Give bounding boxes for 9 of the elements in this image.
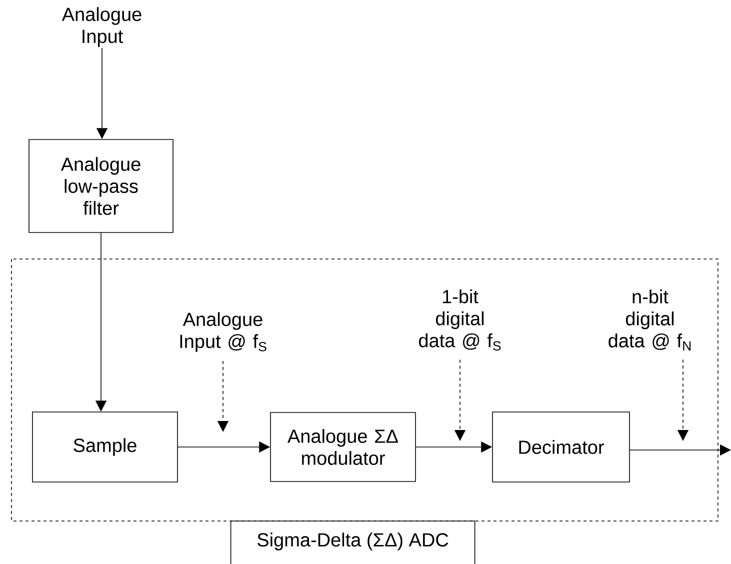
block-box: Analogue low-pass filter — [28, 139, 174, 233]
signal-label: Analogue Input — [62, 7, 142, 47]
block-box: Sample — [32, 412, 178, 482]
block-box: Decimator — [492, 412, 630, 482]
signal-label: Analogue Input @ f$_{S}$ — [180, 312, 266, 352]
block-box: Analogue ΣΔ modulator — [270, 412, 416, 482]
node-label: Sigma-Delta (ΣΔ) ADC — [258, 532, 448, 550]
signal-label: n-bit digital data @ f$_{N}$ — [608, 290, 691, 350]
signal-label: 1-bit digital data @ f$_{S}$ — [419, 289, 501, 351]
